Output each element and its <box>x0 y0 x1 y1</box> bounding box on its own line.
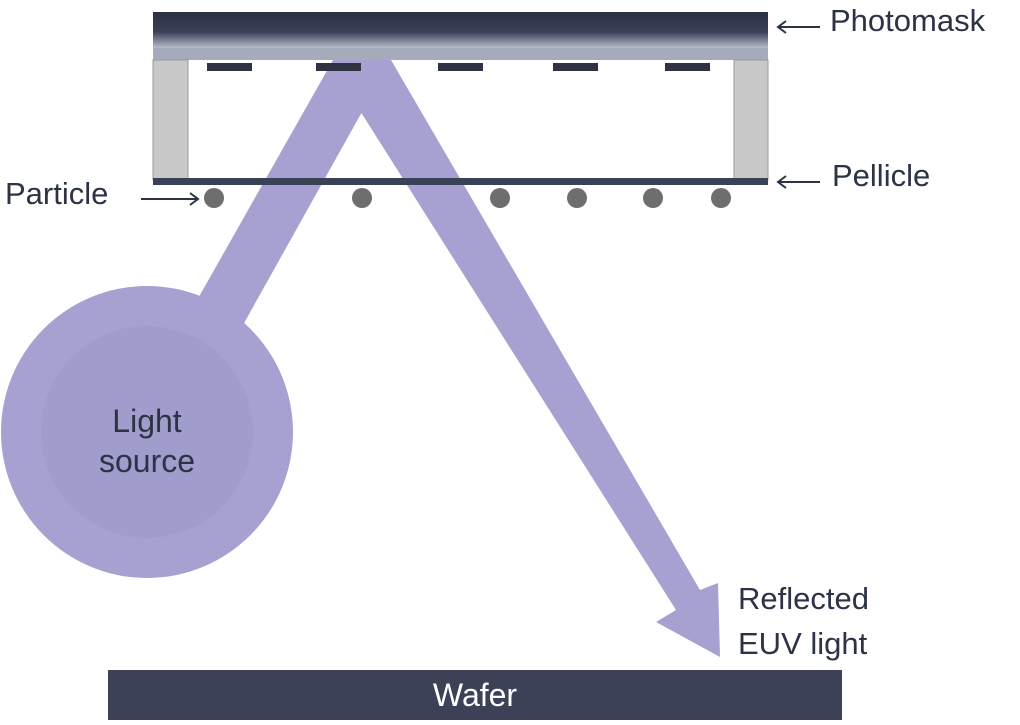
light-source-label-line2: source <box>99 443 195 479</box>
reflected-beam <box>333 60 720 657</box>
particle <box>490 188 510 208</box>
particle <box>352 188 372 208</box>
photomask-label: Photomask <box>830 3 986 38</box>
reflected-label-line2: EUV light <box>738 626 868 661</box>
incident-beam <box>196 60 391 325</box>
wafer-label: Wafer <box>433 677 518 713</box>
absorber-pattern <box>207 63 710 71</box>
pellicle-arrow <box>776 175 820 189</box>
particle-label: Particle <box>5 176 108 211</box>
particle <box>204 188 224 208</box>
pellicle-frame-right <box>733 59 769 181</box>
particle <box>643 188 663 208</box>
absorber <box>207 63 252 71</box>
absorber <box>553 63 598 71</box>
particle-arrow <box>141 192 200 206</box>
particle <box>711 188 731 208</box>
light-source-inner <box>41 326 253 538</box>
photomask-strip <box>153 48 768 60</box>
reflected-label-line1: Reflected <box>738 581 869 616</box>
absorber <box>316 63 361 71</box>
photomask <box>153 12 768 48</box>
absorber <box>665 63 710 71</box>
particle <box>567 188 587 208</box>
photomask-arrow <box>776 20 820 34</box>
pellicle-label: Pellicle <box>832 158 930 193</box>
absorber <box>438 63 483 71</box>
light-source-label-line1: Light <box>112 403 182 439</box>
pellicle-frame-left <box>152 59 189 181</box>
particles <box>204 188 731 208</box>
pellicle <box>153 178 768 185</box>
wafer <box>108 670 842 720</box>
